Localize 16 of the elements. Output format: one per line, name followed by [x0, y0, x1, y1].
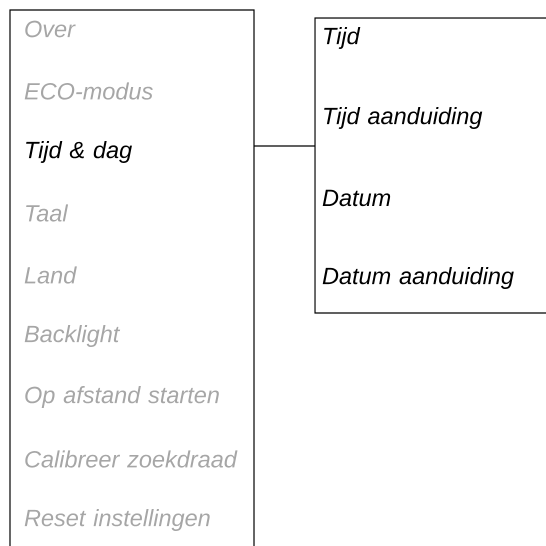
menu-panel — [9, 9, 255, 546]
menu-item: Tijd — [324, 27, 360, 49]
menu-item: Land — [24, 266, 77, 284]
menu-item: Datum aanduiding — [322, 267, 514, 289]
menu-item: Backlight — [24, 325, 120, 347]
menu-panel — [314, 17, 546, 314]
menu-item: Op afstand starten — [25, 386, 219, 408]
menu-item: Tijd & dag — [26, 141, 132, 163]
menu-item: Over — [25, 20, 76, 38]
menu-item: Datum — [322, 190, 390, 206]
menu-item: Tijd aanduiding — [324, 107, 482, 129]
menu-item: Calibreer zoekdraad — [25, 450, 238, 468]
menu-item: Taal — [26, 204, 68, 222]
menu-item: ECO-modus — [24, 82, 153, 100]
connector-line — [254, 145, 315, 147]
menu-item: Reset instellingen — [24, 509, 210, 531]
